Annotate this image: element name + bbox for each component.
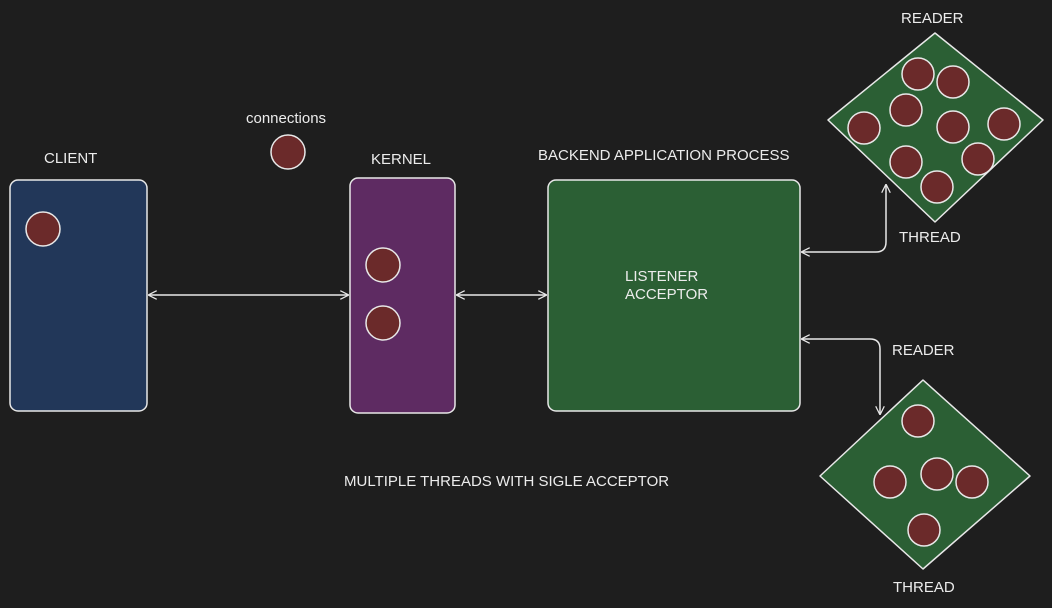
connection-dot <box>873 465 907 499</box>
connection-dot <box>907 513 941 547</box>
connection-dot <box>955 465 989 499</box>
kernel-label: KERNEL <box>371 151 432 168</box>
reader-bottom-label: READER <box>892 342 955 359</box>
connection-dot <box>987 107 1021 141</box>
thread-bottom-label: THREAD <box>893 579 955 596</box>
process-reader-top-arrow <box>802 185 886 252</box>
connection-dot <box>847 111 881 145</box>
connection-dot <box>920 170 954 204</box>
connection-dot <box>889 145 923 179</box>
connection-dot <box>270 134 306 170</box>
backend-process-label: BACKEND APPLICATION PROCESS <box>538 147 790 164</box>
connection-dot <box>365 247 401 283</box>
connection-dot <box>901 404 935 438</box>
reader-top-label: READER <box>901 10 964 27</box>
process-reader-bottom-arrow <box>802 339 880 414</box>
kernel-box <box>349 177 456 414</box>
thread-top-label: THREAD <box>899 229 961 246</box>
acceptor-label: ACCEPTOR <box>625 286 709 303</box>
client-label: CLIENT <box>44 150 98 167</box>
connection-dot <box>936 110 970 144</box>
reader-bottom-connections <box>873 404 989 547</box>
connection-dot <box>889 93 923 127</box>
reader-thread-top <box>827 32 1044 223</box>
connection-dot <box>936 65 970 99</box>
client-box <box>9 179 148 412</box>
connection-dot <box>961 142 995 176</box>
listener-label: LISTENER <box>625 268 699 285</box>
connection-dot <box>920 457 954 491</box>
connection-dot <box>365 305 401 341</box>
connection-dot <box>25 211 61 247</box>
caption-label: MULTIPLE THREADS WITH SIGLE ACCEPTOR <box>344 473 670 490</box>
backend-process-box <box>547 179 801 412</box>
connections-label: connections <box>246 110 327 127</box>
reader-top-connections <box>847 57 1021 204</box>
connection-dot <box>901 57 935 91</box>
